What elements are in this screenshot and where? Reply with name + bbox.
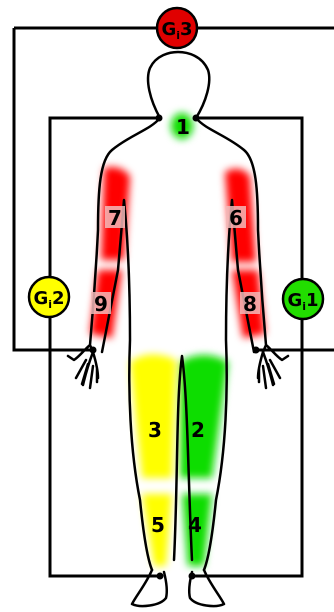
dot-right-hand: [253, 347, 260, 354]
site-1-label: 1: [176, 115, 190, 139]
site-8-label: 8: [243, 292, 257, 316]
site-6-label: 6: [229, 206, 243, 230]
site-3-label: 3: [148, 418, 162, 442]
gauge-gi1: Gi1: [283, 279, 323, 319]
site-9-label: 9: [94, 292, 108, 316]
region-thigh-left: [130, 354, 176, 478]
gauge-gi2: Gi2: [29, 277, 69, 317]
dot-right-foot: [189, 573, 196, 580]
dot-neck-left: [156, 115, 163, 122]
left-hand: [76, 352, 98, 388]
site-7-label: 7: [108, 206, 122, 230]
site-4-label: 4: [188, 513, 202, 537]
dot-left-foot: [157, 573, 164, 580]
site-5-label: 5: [151, 513, 165, 537]
dot-left-hand: [90, 347, 97, 354]
right-hand: [258, 352, 280, 388]
electrode-regions: [90, 113, 265, 566]
site-2-label: 2: [191, 418, 205, 442]
gauge-gi3: Gi3: [157, 8, 197, 48]
head-outline: [148, 52, 209, 118]
dot-neck-right: [193, 115, 200, 122]
